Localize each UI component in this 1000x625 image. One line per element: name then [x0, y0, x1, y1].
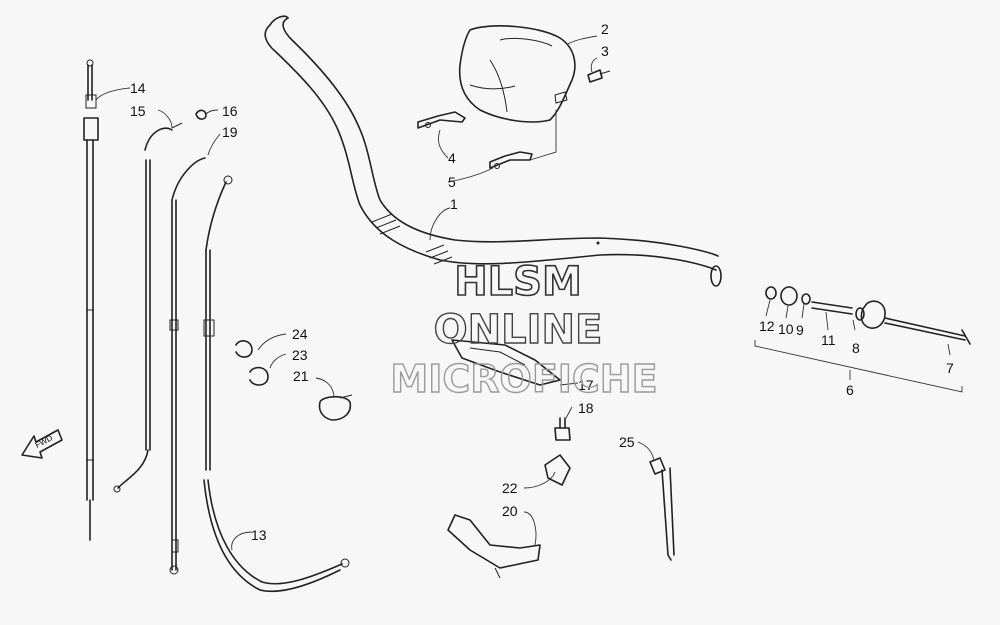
part-label-9: 9 [796, 322, 804, 338]
mount-bracket [451, 339, 561, 386]
part-labels: 1 2 3 4 5 6 7 8 9 10 11 12 13 14 15 16 1… [34, 21, 954, 543]
part-label-15: 15 [130, 103, 146, 119]
part-label-3: 3 [601, 43, 609, 59]
handlebar [264, 15, 722, 287]
watermark-line-3: MICROFICHE [390, 357, 657, 401]
part-label-7: 7 [946, 360, 954, 376]
part-label-5: 5 [448, 174, 456, 190]
handlebar-cover [458, 25, 576, 123]
bar-end-assembly [765, 286, 971, 345]
clamp-23 [249, 366, 269, 386]
cable-fourth [203, 175, 350, 593]
bolt [554, 417, 571, 441]
bracket-lower [489, 151, 533, 169]
part-label-22: 22 [502, 480, 518, 496]
bracket-upper [417, 111, 466, 129]
part-label-6: 6 [846, 382, 854, 398]
part-label-10: 10 [778, 321, 794, 337]
part-label-20: 20 [502, 503, 518, 519]
part-label-4: 4 [448, 150, 456, 166]
part-label-17: 17 [578, 377, 594, 393]
part-label-1: 1 [450, 196, 458, 212]
part-label-19: 19 [222, 124, 238, 140]
part-label-16: 16 [222, 103, 238, 119]
cable-end [195, 109, 207, 120]
clamp-24 [235, 340, 253, 358]
part-label-23: 23 [292, 347, 308, 363]
watermark-line-2: ONLINE [434, 307, 603, 353]
screw [587, 69, 611, 83]
fwd-label: FWD [34, 433, 55, 450]
part-label-8: 8 [852, 340, 860, 356]
part-label-12: 12 [759, 318, 775, 334]
cable-third [169, 157, 206, 575]
small-bracket [544, 454, 571, 486]
part-label-14: 14 [130, 80, 146, 96]
watermark: HLSM ONLINE MICROFICHE [390, 258, 659, 402]
part-label-13: 13 [251, 527, 267, 543]
mounting-plate [447, 514, 541, 579]
cable-left [83, 59, 99, 541]
strap [649, 457, 675, 561]
leader-lines [95, 35, 963, 551]
part-label-18: 18 [578, 400, 594, 416]
part-label-11: 11 [821, 332, 836, 348]
forward-arrow-icon [21, 429, 63, 459]
clamp-21 [318, 394, 353, 421]
part-label-25: 25 [619, 434, 635, 450]
watermark-line-1: HLSM [454, 259, 582, 305]
part-label-24: 24 [292, 326, 308, 342]
part-label-21: 21 [293, 368, 309, 384]
part-label-2: 2 [601, 21, 609, 37]
cable-second [113, 122, 183, 493]
